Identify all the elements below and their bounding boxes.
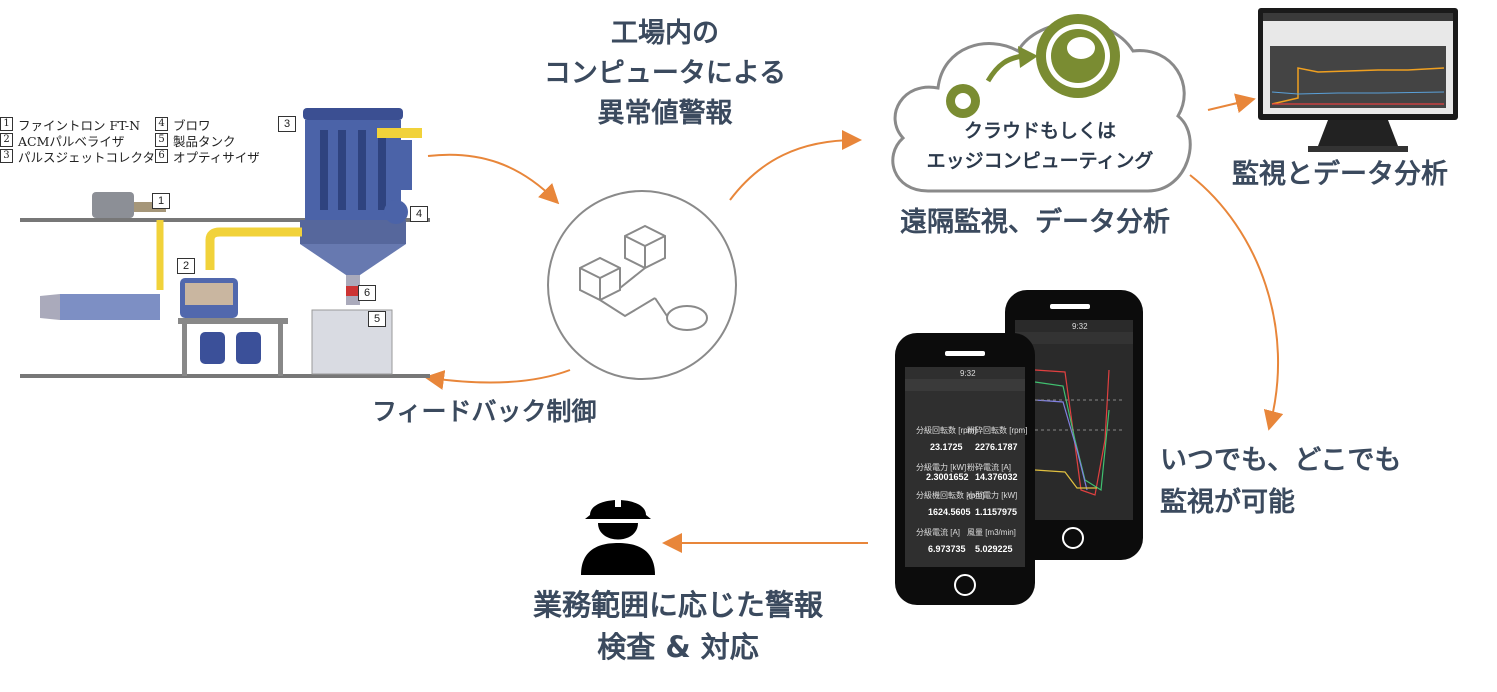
cloud-label: クラウドもしくは エッジコンピューティング xyxy=(890,116,1190,176)
scope-title-line: 業務範囲に応じた警報 xyxy=(532,588,823,622)
cube-icon xyxy=(579,256,621,302)
legend-label: ACMパルベライザ xyxy=(18,133,125,149)
equipment-legend: 1 ファイントロン FT-N 4 ブロワ 2 ACMパルベライザ 5 製品タンク 3 パル… xyxy=(0,116,310,165)
legend-label: ブロワ xyxy=(173,117,211,133)
feedback-title: フィードバック制御 xyxy=(372,397,597,426)
phone-metric-label: 風量 [m3/min] xyxy=(967,528,1016,537)
plant-tag: 3 xyxy=(278,116,296,132)
phone-back-time: 9:32 xyxy=(1072,322,1088,331)
remote-monitoring-title: 遠隔監視、データ分析 xyxy=(900,207,1170,238)
phone-metric-value: 23.1725 xyxy=(930,442,963,452)
phone-metric-value: 2.3001652 xyxy=(926,472,969,482)
phone-metric-label: 分級電力 [kW] xyxy=(916,463,967,472)
plant-tag: 5 xyxy=(368,311,386,327)
phone-metric-label: 粉砕回転数 [rpm] xyxy=(967,426,1028,435)
gear-icon xyxy=(946,84,980,118)
legend-label: オプティサイザ xyxy=(173,149,260,165)
legend-num: 3 xyxy=(0,149,13,163)
arrow-computer-to-cloud xyxy=(729,130,862,201)
legend-num: 5 xyxy=(155,133,168,147)
arrow-plant-to-computer xyxy=(427,153,560,205)
monitor-icon xyxy=(1258,8,1458,152)
phone-metric-label: 分級機回転数 [rpm] xyxy=(916,491,985,500)
alert-title-line: 工場内の xyxy=(611,18,719,49)
arrow-cloud-to-phone xyxy=(1189,174,1284,431)
phone-metric-label: 小型電力 [kW] xyxy=(967,491,1018,500)
scope-title: 業務範囲に応じた警報 検査 & 対応 xyxy=(478,584,878,668)
phone-metric-value: 2276.1787 xyxy=(975,442,1018,452)
anytime-title-line: 監視が可能 xyxy=(1160,487,1295,518)
brain-gear-icon xyxy=(1036,14,1120,98)
anytime-title: いつでも、どこでも 監視が可能 xyxy=(1160,440,1460,524)
phone-front-time: 9:32 xyxy=(960,369,976,378)
legend-num: 4 xyxy=(155,117,168,131)
alert-title: 工場内の コンピュータによる 異常値警報 xyxy=(520,14,810,134)
phone-metric-value: 5.029225 xyxy=(975,544,1013,554)
phone-metric-value: 14.376032 xyxy=(975,472,1018,482)
phone-metric-value: 6.973735 xyxy=(928,544,966,554)
cloud-icon xyxy=(891,14,1192,193)
legend-label: 製品タンク xyxy=(173,133,236,149)
cube-icon xyxy=(624,224,666,270)
monitor-title: 監視とデータ分析 xyxy=(1232,159,1448,190)
plant-tag: 4 xyxy=(410,206,428,222)
plant-tag: 2 xyxy=(177,258,195,274)
arrow-computer-to-plant xyxy=(424,369,571,390)
phone-metric-value: 1.1157975 xyxy=(975,507,1018,517)
legend-num: 6 xyxy=(155,149,168,163)
cloud-label-line: クラウドもしくは xyxy=(963,120,1116,142)
legend-label: ファイントロン FT-N xyxy=(18,117,141,133)
scope-title-line: 検査 & 対応 xyxy=(597,630,759,664)
anytime-title-line: いつでも、どこでも xyxy=(1160,445,1402,476)
phone-metric-label: 分級回転数 [rpm] xyxy=(916,426,977,435)
arrow-cloud-to-monitor xyxy=(1207,93,1256,113)
legend-label: パルスジェットコレクタ xyxy=(17,149,155,165)
phone-metric-label: 粉砕電流 [A] xyxy=(967,463,1012,472)
plant-tag: 6 xyxy=(358,285,376,301)
phone-front xyxy=(895,333,1035,605)
phone-metric-value: 1624.5605 xyxy=(928,507,971,517)
plant-tag: 1 xyxy=(152,193,170,209)
alert-title-line: コンピュータによる xyxy=(543,58,787,89)
legend-num: 1 xyxy=(0,117,13,131)
phone-metric-label: 分級電流 [A] xyxy=(916,528,961,537)
plant-illustration xyxy=(20,108,430,378)
legend-num: 2 xyxy=(0,133,13,147)
alert-title-line: 異常値警報 xyxy=(597,98,733,129)
computer-icon xyxy=(547,190,737,380)
worker-icon xyxy=(581,493,655,575)
cloud-label-line: エッジコンピューティング xyxy=(926,150,1154,172)
